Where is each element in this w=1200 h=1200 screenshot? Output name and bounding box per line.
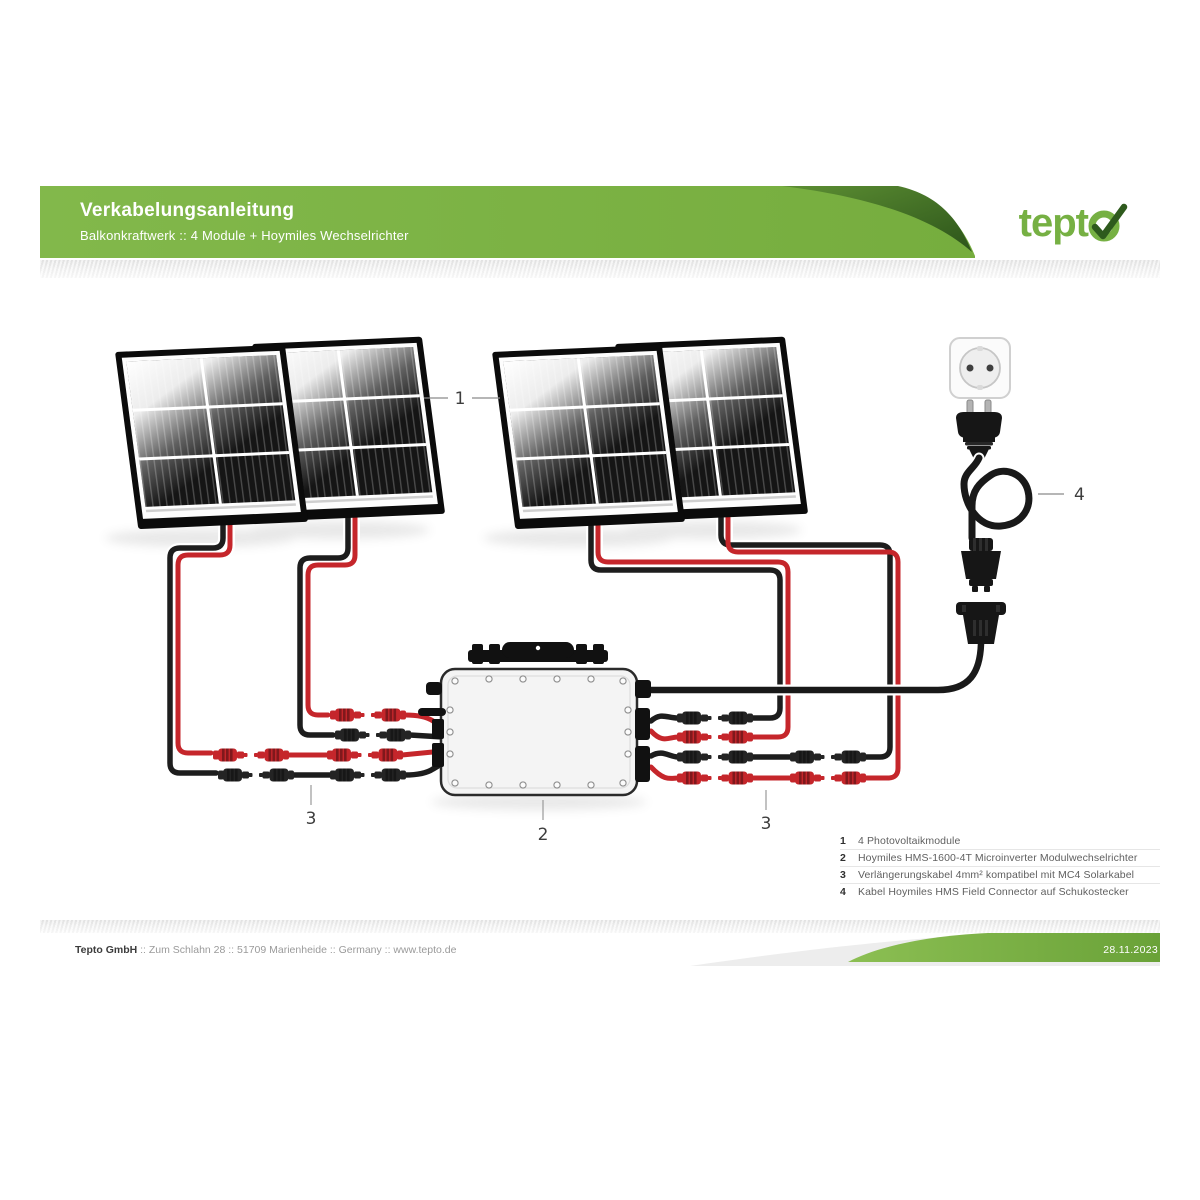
- mc4-connector: [213, 748, 248, 762]
- pigtail-r2: [648, 728, 681, 742]
- cable-loop: [958, 452, 1035, 544]
- mc4-connector: [371, 708, 406, 722]
- mc4-connector: [790, 771, 825, 785]
- legend-text: 4 Photovoltaikmodule: [858, 835, 961, 847]
- mc4-connector: [677, 730, 712, 744]
- microinverter: [418, 642, 651, 797]
- mc4-connector: [677, 750, 712, 764]
- check-circle-icon: [1088, 203, 1128, 242]
- legend-num: 4: [840, 886, 846, 898]
- page-subtitle: Balkonkraftwerk :: 4 Module + Hoymiles W…: [80, 228, 409, 243]
- footer-divider-strip: [40, 920, 1160, 933]
- pigtail-r1: [648, 713, 681, 724]
- mc4-connector: [254, 748, 289, 762]
- mc4-connector: [718, 750, 753, 764]
- wire-panel2-red: [305, 507, 358, 718]
- callout-cable-right: 3: [761, 814, 772, 834]
- mc4-connector: [330, 708, 365, 722]
- inverter-screws: [446, 675, 632, 789]
- field-connector-male: [961, 538, 1001, 592]
- header-divider-strip: [40, 260, 1160, 278]
- mc4-connector: [831, 750, 866, 764]
- legend-item-3: 3 Verlängerungskabel 4mm² kompatibel mit…: [840, 867, 1160, 884]
- mc4-connector: [718, 730, 753, 744]
- mc4-connector: [831, 771, 866, 785]
- callouts: [310, 397, 1064, 820]
- legend-item-2: 2 Hoymiles HMS-1600-4T Microinverter Mod…: [840, 850, 1160, 867]
- ac-cable: [645, 638, 987, 696]
- panel-shadows: [105, 521, 802, 810]
- legend-item-1: 1 4 Photovoltaikmodule: [840, 833, 1160, 850]
- callout-cable-left: 3: [306, 809, 317, 829]
- wire-panel3-black: [588, 515, 783, 721]
- legend-item-4: 4 Kabel Hoymiles HMS Field Connector auf…: [840, 884, 1160, 900]
- mc4-connector: [371, 768, 406, 782]
- brand-wordmark: tept: [1018, 201, 1089, 245]
- footer-band: [690, 933, 1160, 966]
- legend-num: 1: [840, 835, 846, 847]
- legend: 1 4 Photovoltaikmodule 2 Hoymiles HMS-16…: [840, 833, 1160, 900]
- schuko-socket: [949, 337, 1011, 399]
- mc4-connector: [718, 711, 753, 725]
- wire-panel4-black: [718, 507, 893, 760]
- mc4-connector: [790, 750, 825, 764]
- socket-hole: [966, 364, 974, 372]
- page-title: Verkabelungsanleitung: [80, 200, 295, 221]
- inverter-ports: [418, 680, 651, 782]
- mc4-connector: [330, 768, 365, 782]
- mc4-connector: [718, 771, 753, 785]
- pigtail-r3: [648, 750, 681, 760]
- solar-panel-3: [492, 344, 686, 530]
- mounting-bracket: [468, 642, 608, 664]
- wire-panel1-red: [175, 515, 233, 756]
- footer-address-rest: :: Zum Schlahn 28 :: 51709 Marienheide :…: [137, 944, 457, 956]
- brand-logo: tept: [1019, 201, 1128, 245]
- footer-date: 28.11.2023: [1103, 944, 1158, 956]
- field-connector-female: [956, 602, 1006, 644]
- callout-inverter: 2: [538, 825, 549, 845]
- socket-hole: [986, 364, 994, 372]
- legend-text: Verlängerungskabel 4mm² kompatibel mit M…: [858, 869, 1135, 881]
- header-band: [40, 186, 975, 258]
- mc4-connector: [335, 728, 370, 742]
- footer-address: Tepto GmbH :: Zum Schlahn 28 :: 51709 Ma…: [75, 944, 456, 956]
- inverter-body: [439, 667, 639, 797]
- callout-plug-cable: 4: [1074, 485, 1085, 505]
- wire-panel4-red: [725, 507, 901, 781]
- mc4-connector: [677, 711, 712, 725]
- wire-panel2-black: [297, 507, 351, 738]
- mc4-connector: [677, 771, 712, 785]
- dc-wires: [167, 507, 901, 781]
- pigtail-r4: [648, 764, 681, 781]
- callout-modules: 1: [455, 389, 466, 409]
- wire-panel3-red: [595, 515, 791, 740]
- legend-text: Hoymiles HMS-1600-4T Microinverter Modul…: [858, 852, 1138, 864]
- mc4-connector: [327, 748, 362, 762]
- extension-left-black: [288, 760, 446, 778]
- legend-text: Kabel Hoymiles HMS Field Connector auf S…: [858, 886, 1129, 898]
- solar-panel-1: [115, 344, 309, 530]
- legend-num: 3: [840, 869, 846, 881]
- mc4-connector: [218, 768, 253, 782]
- footer-company: Tepto GmbH: [75, 944, 138, 956]
- mc4-connector: [376, 728, 411, 742]
- mc4-connector: [368, 748, 403, 762]
- footer-green-swoosh: [848, 933, 1160, 962]
- mc4-connector: [259, 768, 294, 782]
- wiring-diagram: 1 2 3 3 4: [105, 336, 1085, 845]
- legend-num: 2: [840, 852, 846, 864]
- header-text: Verkabelungsanleitung Balkonkraftwerk ::…: [80, 200, 409, 243]
- header-swoosh: [782, 186, 972, 252]
- header-band-shape: [40, 186, 975, 258]
- wire-panel1-black: [167, 515, 226, 776]
- schuko-plug: [956, 399, 1002, 459]
